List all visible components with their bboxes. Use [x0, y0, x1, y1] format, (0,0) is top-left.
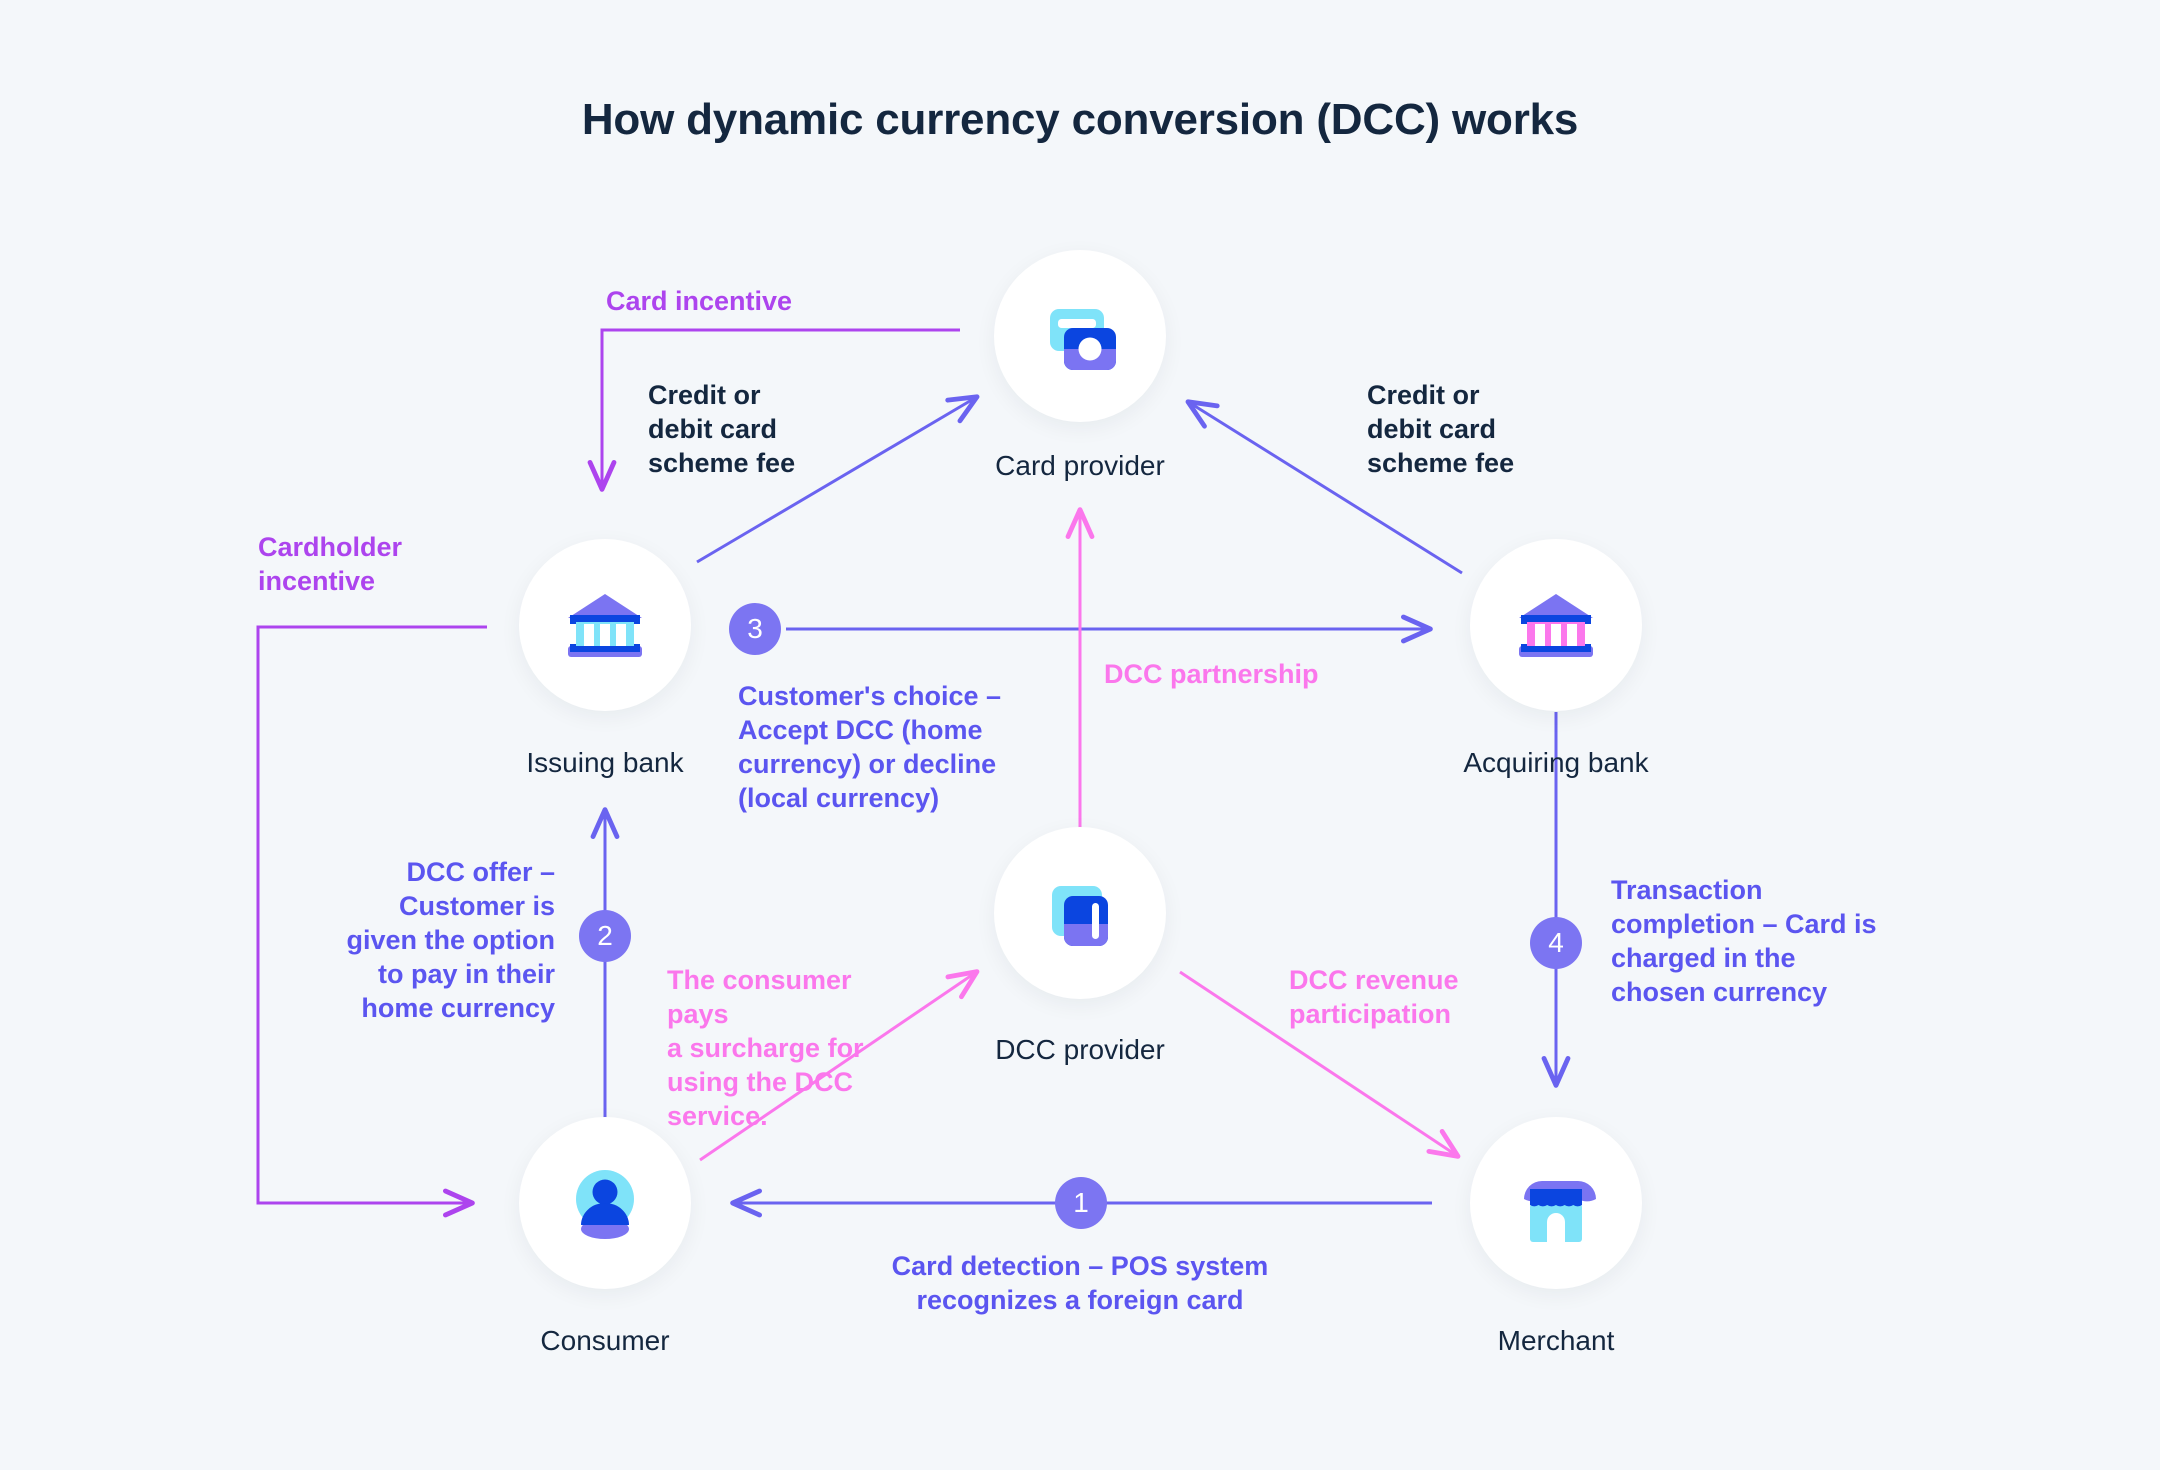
- step-badge-4[interactable]: 4: [1530, 917, 1582, 969]
- node-label-card-provider: Card provider: [995, 450, 1165, 481]
- step-1-text: Card detection – POS system recognizes a…: [891, 1251, 1269, 1316]
- connector-cardholder-incentive: [256, 625, 487, 1218]
- step-4-text: Transaction completion – Card is charged…: [1611, 875, 1877, 1008]
- step-badge-3[interactable]: 3: [729, 603, 781, 655]
- storefront-icon: [1512, 1159, 1600, 1247]
- node-issuing-bank[interactable]: [519, 539, 691, 711]
- page-title: How dynamic currency conversion (DCC) wo…: [581, 95, 1579, 144]
- node-dcc-provider[interactable]: [994, 827, 1166, 999]
- node-consumer[interactable]: [519, 1117, 691, 1289]
- connector-consumer-surcharge: [699, 969, 980, 1162]
- label-card-incentive: Card incentive: [606, 286, 793, 316]
- connector-issuing-to-card-provider: [696, 394, 980, 564]
- bank-pink-icon: [1513, 582, 1599, 668]
- credit-cards-icon: [1032, 288, 1128, 384]
- step-3-text: Customer's choice – Accept DCC (home cur…: [738, 681, 1002, 814]
- node-label-acquiring-bank: Acquiring bank: [1463, 747, 1649, 778]
- step-badge-2[interactable]: 2: [579, 910, 631, 962]
- bank-cyan-icon: [562, 582, 648, 668]
- label-scheme-fee-right: Credit or debit card scheme fee: [1367, 380, 1515, 479]
- connector-dcc-revenue: [1179, 970, 1461, 1159]
- node-label-consumer: Consumer: [540, 1325, 670, 1356]
- label-cardholder-incentive: Cardholder incentive: [258, 532, 403, 597]
- label-consumer-surcharge: The consumer pays a surcharge for using …: [667, 965, 864, 1132]
- node-label-merchant: Merchant: [1497, 1325, 1615, 1356]
- step-2-text: DCC offer – Customer is given the option…: [346, 857, 556, 1024]
- label-dcc-revenue-participation: DCC revenue participation: [1289, 965, 1459, 1030]
- node-acquiring-bank[interactable]: [1470, 539, 1642, 711]
- connector-acquiring-to-card-provider: [1185, 399, 1463, 575]
- node-card-provider[interactable]: [994, 250, 1166, 422]
- connector-card-incentive: [587, 328, 960, 492]
- step-badge-1[interactable]: 1: [1055, 1177, 1107, 1229]
- label-scheme-fee-left: Credit or debit card scheme fee: [648, 380, 796, 479]
- node-label-dcc-provider: DCC provider: [995, 1034, 1165, 1065]
- label-dcc-partnership: DCC partnership: [1104, 659, 1319, 689]
- card-vertical-icon: [1036, 869, 1124, 957]
- person-icon: [563, 1161, 647, 1245]
- node-merchant[interactable]: [1470, 1117, 1642, 1289]
- node-label-issuing-bank: Issuing bank: [526, 747, 684, 778]
